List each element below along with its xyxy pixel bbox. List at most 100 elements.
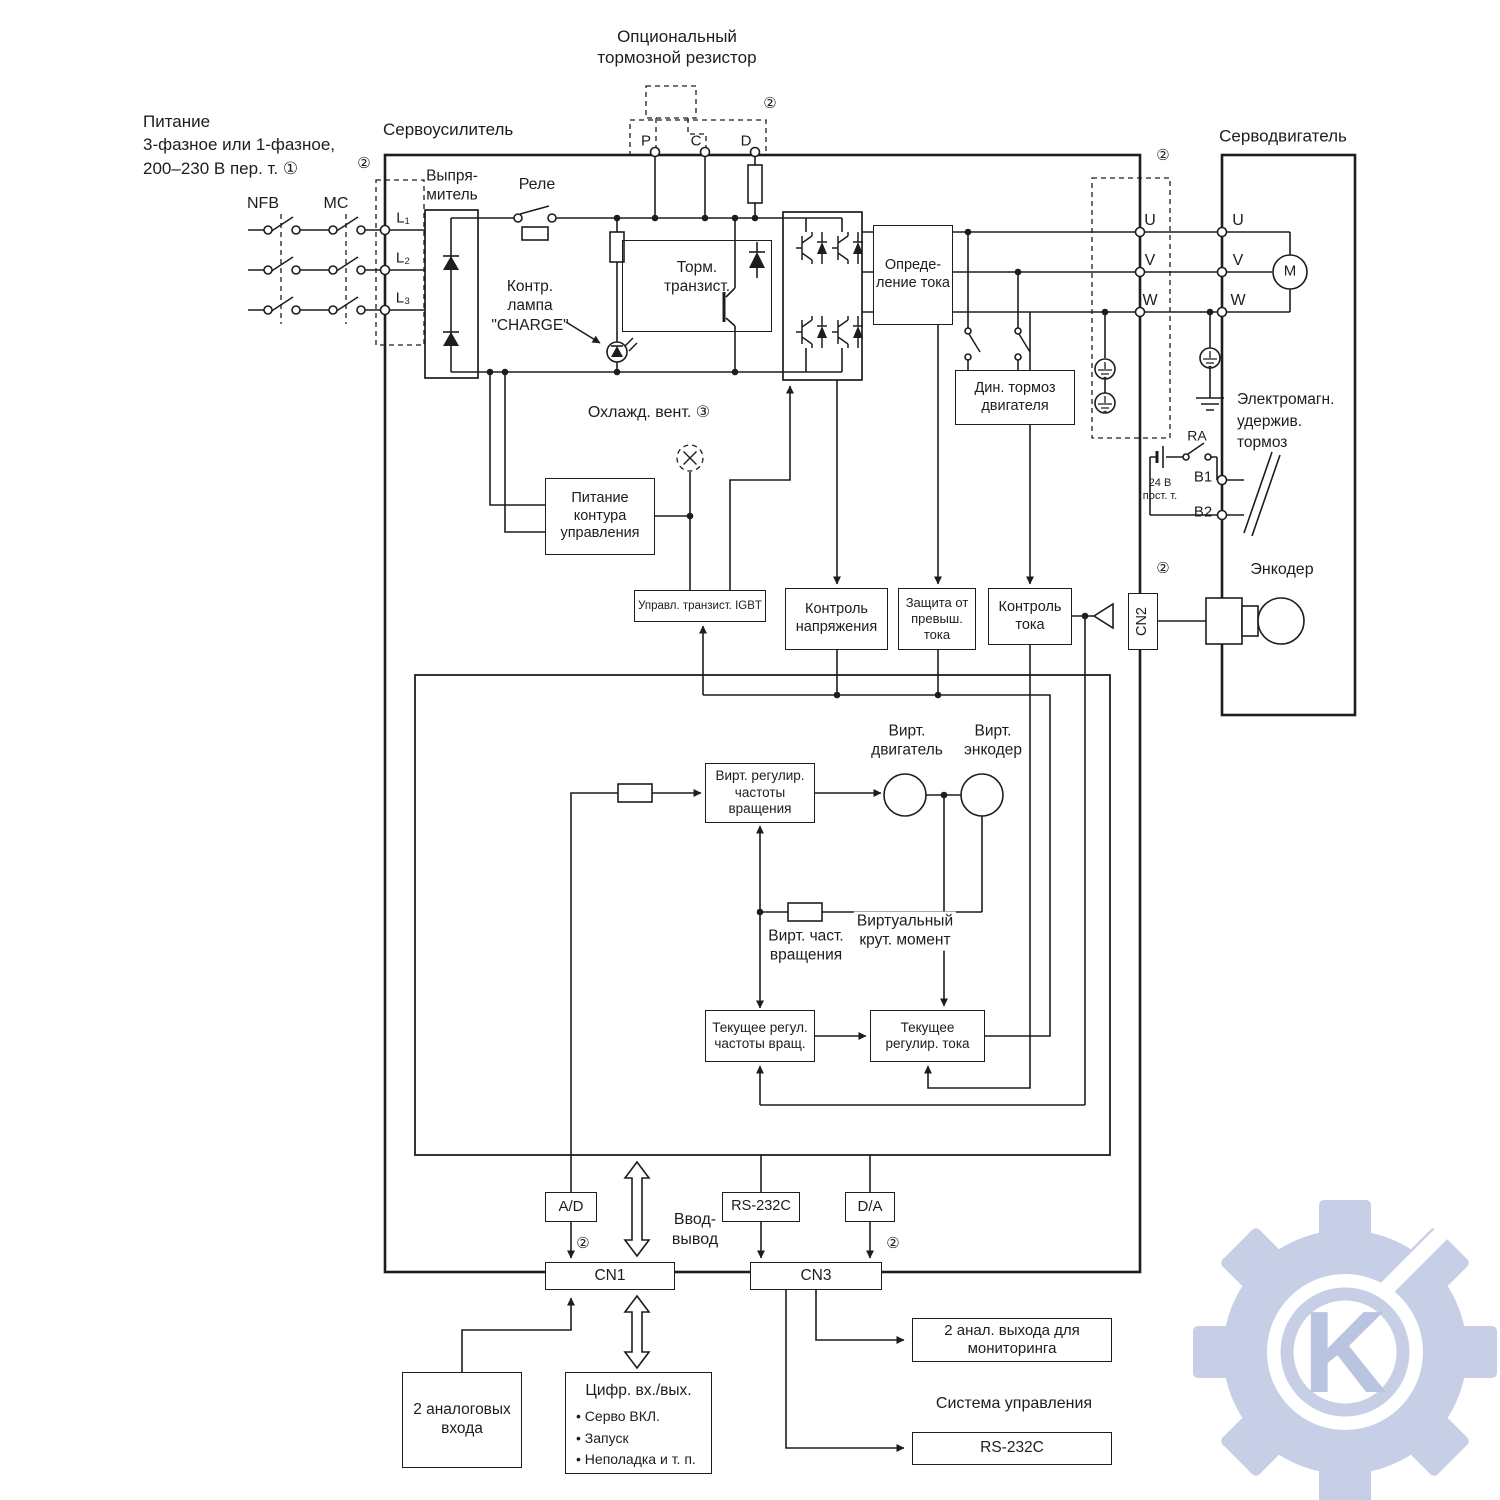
amp-terminal-u-label: U — [1144, 212, 1156, 229]
mc-contact-icon — [328, 225, 338, 235]
rs232-top-box: RS-232C — [722, 1192, 800, 1222]
digital-io-item: Серво ВКЛ. — [576, 1406, 701, 1428]
encoder-body-icon — [1205, 597, 1243, 645]
igbt-transistor-icon — [795, 231, 864, 349]
terminal-b1-label: B1 — [1193, 468, 1213, 486]
overcurrent-protection-box: Защита от превыш. тока — [898, 588, 976, 650]
nfb-label: NFB — [247, 195, 279, 212]
rectifier-label: Выпря- митель — [426, 167, 478, 204]
ra-label: RA — [1187, 427, 1207, 444]
terminal-l1-label: L₁ — [396, 209, 410, 227]
io-double-arrow-icon — [623, 1160, 651, 1370]
footnote-2-mark: ② — [1156, 147, 1170, 164]
control-system-label: Система управления — [935, 1395, 1093, 1412]
gain-block-icon — [787, 902, 823, 922]
cooling-fan-label: Охлажд. вент. ③ — [587, 404, 711, 421]
cn1-connector: CN1 — [545, 1262, 675, 1290]
watermark-letter: K — [1303, 1287, 1387, 1417]
brake-transistor-box: Торм. транзист. — [622, 240, 772, 332]
motor-terminal-u-label: U — [1232, 212, 1244, 229]
motor-letter: M — [1283, 262, 1297, 280]
motor-circle-icon — [1272, 254, 1308, 290]
control-power-box: Питание контура управления — [545, 478, 655, 555]
current-detection-box: Опреде- ление тока — [873, 225, 953, 325]
gain-block-icon — [617, 783, 653, 803]
optional-resistor-label: Опциональный тормозной резистор — [597, 26, 757, 67]
pcd-dashed-box — [629, 119, 767, 156]
motor-terminal-v-label: V — [1232, 252, 1244, 269]
charge-resistor-icon — [609, 231, 625, 263]
ground-icon — [1196, 397, 1224, 411]
nfb-contact-icon — [263, 225, 273, 235]
regen-resistor-icon — [747, 164, 763, 204]
terminal-p-label: P — [640, 132, 652, 150]
virtual-torque-label: Виртуальный крут. момент — [853, 911, 957, 951]
motor-terminal-w-label: W — [1230, 292, 1246, 309]
charge-lamp-label: Контр. лампа "CHARGE" — [491, 277, 569, 334]
fan-cross-icon — [683, 451, 697, 465]
relay-label: Реле — [518, 176, 556, 193]
da-converter-box: D/A — [845, 1192, 895, 1222]
dynamic-brake-switch-icon — [964, 327, 972, 335]
cn2-label: CN2 — [1134, 606, 1151, 636]
io-label: Ввод- вывод — [671, 1211, 719, 1248]
mc-label: MC — [323, 195, 349, 212]
diode-icon — [443, 251, 765, 346]
amp-terminal-w-label: W — [1142, 292, 1158, 309]
power-input-label: Питание 3-фазное или 1-фазное, 200–230 В… — [143, 112, 335, 178]
igbt-module-outline — [782, 211, 863, 381]
encoder-label: Энкодер — [1250, 561, 1314, 578]
current-speed-regulator-box: Текущее регул. частоты вращ. — [705, 1010, 815, 1062]
rs232-bottom-box: RS-232C — [912, 1432, 1112, 1465]
terminal-b2-label: B2 — [1193, 503, 1213, 521]
relay-coil-icon — [521, 226, 549, 241]
encoder-coupling-icon — [1241, 605, 1259, 637]
igbt-control-box: Управл. транзист. IGBT — [634, 590, 766, 622]
ad-converter-box: A/D — [545, 1192, 597, 1222]
symbols — [263, 146, 1308, 1370]
current-monitor-box: Контроль тока — [988, 588, 1072, 645]
cn3-connector: CN3 — [750, 1262, 882, 1290]
terminal-icon — [379, 146, 1228, 521]
optional-resistor-dashed-box — [645, 85, 697, 119]
virtual-speed-label: Вирт. част. вращения — [768, 927, 844, 964]
terminal-l3-label: L₃ — [395, 289, 411, 307]
relay-contact-icon — [513, 213, 523, 223]
digital-io-title: Цифр. вх./вых. — [585, 1382, 692, 1399]
footnote-2-mark: ② — [886, 1235, 900, 1252]
footnote-2-mark: ② — [763, 95, 777, 112]
amp-terminal-v-label: V — [1144, 252, 1156, 269]
virtual-encoder-label: Вирт. энкодер — [964, 722, 1022, 759]
cn2-connector: CN2 — [1128, 593, 1158, 650]
rectifier-outline — [424, 209, 479, 379]
supply-24v-label: 24 В пост. т. — [1142, 476, 1178, 502]
analog-outputs-box: 2 анал. выхода для мониторинга — [912, 1318, 1112, 1362]
output-terminal-dashed-box — [1091, 177, 1171, 439]
virtual-encoder-icon — [960, 773, 1004, 817]
terminal-d-label: D — [740, 132, 752, 150]
cooling-fan-icon — [676, 444, 704, 472]
watermark-gear-icon — [1193, 1185, 1497, 1500]
footnote-2-mark: ② — [1156, 560, 1170, 577]
dynamic-brake-box: Дин. тормоз двигателя — [955, 370, 1075, 425]
em-brake-label: Электромагн. удержив. тормоз — [1237, 391, 1335, 452]
footnote-2-mark: ② — [357, 155, 371, 172]
virtual-motor-label: Вирт. двигатель — [871, 722, 943, 759]
battery-24v-icon — [1155, 446, 1164, 468]
digital-io-item: Неполадка и т. п. — [576, 1449, 701, 1471]
footnote-2-mark: ② — [576, 1235, 590, 1252]
dashed-marks — [280, 85, 1171, 472]
virtual-motor-icon — [883, 773, 927, 817]
terminal-c-label: C — [690, 132, 702, 150]
servo-motor-outline — [1220, 153, 1357, 717]
encoder-disc-icon — [1257, 597, 1305, 645]
signal-arrows — [461, 312, 1034, 1452]
current-current-regulator-box: Текущее регулир. тока — [870, 1010, 985, 1062]
servo-amplifier-title: Сервоусилитель — [383, 120, 514, 139]
digital-io-box: Цифр. вх./вых. Серво ВКЛ. Запуск Неполад… — [565, 1372, 712, 1474]
input-terminal-dashed-box — [375, 179, 425, 346]
voltage-monitor-box: Контроль напряжения — [785, 588, 888, 650]
digital-io-item: Запуск — [576, 1428, 701, 1450]
control-core-outline — [414, 674, 1111, 1156]
